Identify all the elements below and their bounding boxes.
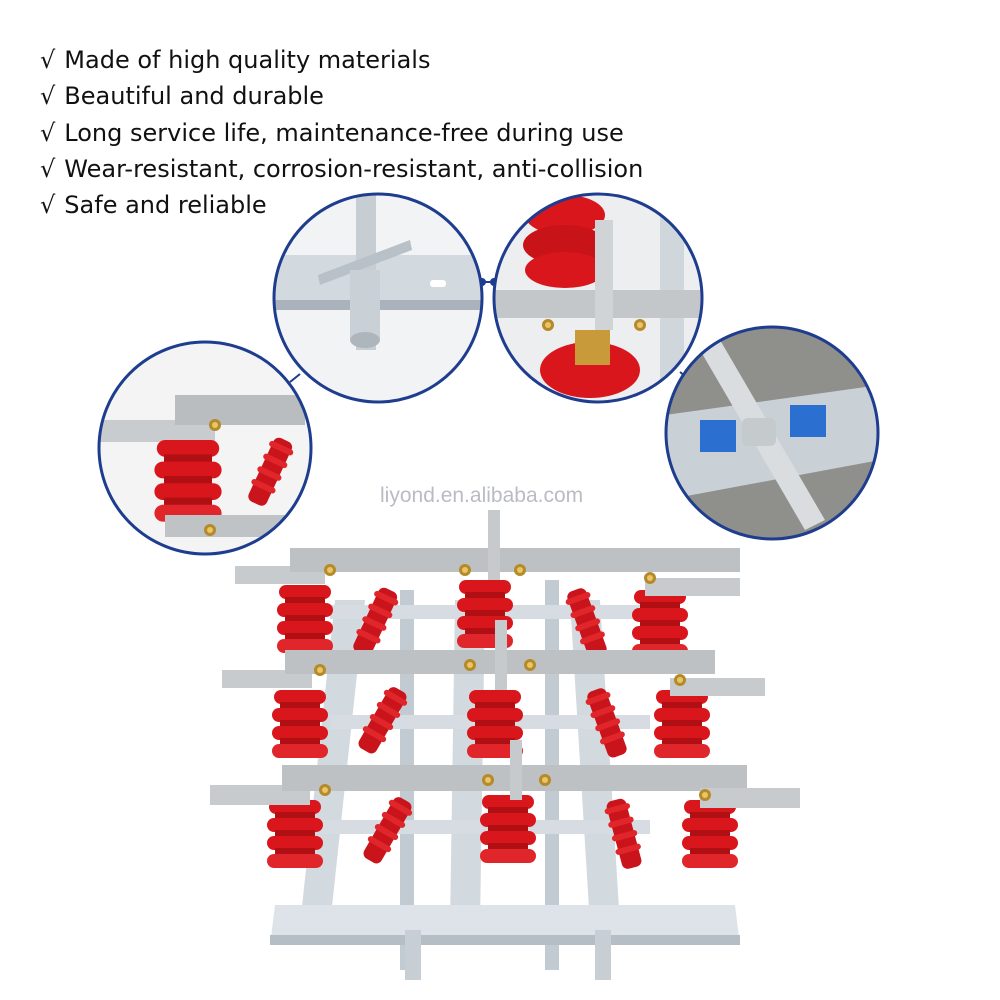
feature-item: √ Long service life, maintenance-free dur…	[40, 115, 643, 151]
check-icon: √	[40, 82, 56, 111]
feature-item: √ Made of high quality materials	[40, 42, 643, 78]
check-icon: √	[40, 191, 56, 220]
detail-frame-joint	[274, 194, 482, 402]
main-assembly	[210, 510, 800, 980]
detail-circle-border	[492, 192, 704, 404]
watermark: liyond.en.alibaba.com	[380, 484, 584, 507]
feature-text: Safe and reliable	[64, 191, 267, 220]
detail-insulator-top	[494, 194, 702, 402]
detail-circle-border	[272, 192, 484, 404]
feature-text: Long service life, maintenance-free duri…	[64, 118, 624, 147]
feature-item: √ Wear-resistant, corrosion-resistant, an…	[40, 151, 643, 187]
detail-busbar	[99, 342, 311, 554]
feature-text: Beautiful and durable	[64, 82, 324, 111]
check-icon: √	[40, 46, 56, 74]
detail-circle-border	[664, 325, 880, 541]
detail-aux-switch	[666, 327, 878, 539]
feature-text: Made of high quality materials	[64, 46, 431, 74]
feature-item: √ Safe and reliable	[40, 187, 643, 223]
feature-item: √ Beautiful and durable	[40, 78, 643, 114]
feature-list: √ Made of high quality materials √ Beautif…	[40, 42, 643, 223]
feature-text: Wear-resistant, corrosion-resistant, ant…	[64, 154, 644, 183]
check-icon: √	[40, 154, 56, 183]
detail-circle-border	[97, 340, 313, 556]
check-icon: √	[40, 118, 56, 147]
